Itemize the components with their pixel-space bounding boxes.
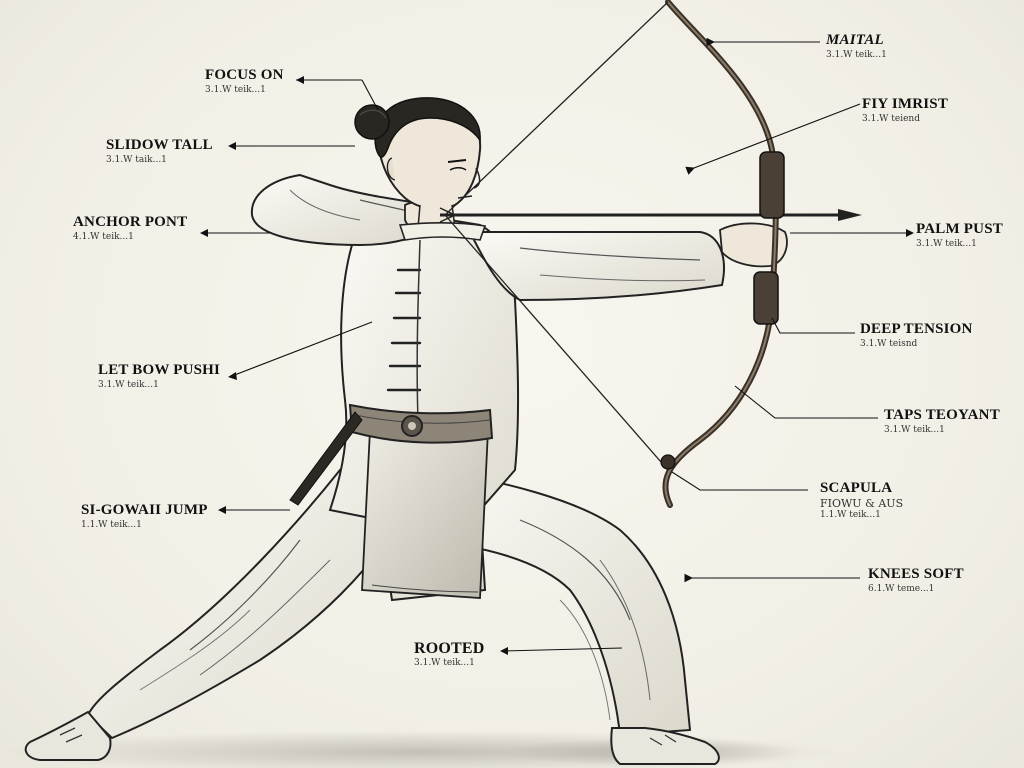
annotation-subtitle: 3.1.W taik...1: [106, 155, 167, 165]
annotation-subtitle: 1.1.W teik...1: [81, 520, 142, 530]
annotation-title: LET BOW PUSHI: [98, 362, 221, 378]
annotation-fly-wrist: FIY IMRIST 3.1.W teiend: [862, 96, 948, 125]
annotation-palm-push: PALM PUST 3.1.W teik...1: [916, 221, 1003, 250]
annotation-deep-tension: DEEP TENSION 3.1.W teisnd: [860, 321, 973, 350]
back-leg: [24, 468, 402, 761]
leader-line: [734, 385, 878, 419]
bow-arm: [468, 222, 788, 302]
leader-line: [685, 103, 861, 175]
annotation-slidow-tall: SLIDOW TALL 3.1.W taik...1: [106, 137, 213, 166]
annotation-subtitle: 4.1.W teik...1: [73, 232, 134, 242]
annotation-scapula: SCAPULA FIOWU & AUS 1.1.W teik...1: [820, 480, 903, 521]
annotation-subtitle: 3.1.W teik...1: [916, 239, 977, 249]
head: [354, 97, 487, 241]
annotation-subtitle: 3.1.W teik...1: [205, 85, 266, 95]
frog-buttons: [386, 268, 422, 392]
annotation-focus-on: FOCUS ON 3.1.W teik...1: [205, 67, 284, 96]
annotation-subtitle: 1.1.W teik...1: [820, 510, 881, 520]
annotation-subtitle: 3.1.W teik...1: [98, 380, 159, 390]
annotation-subtitle: 3.1.W teiend: [862, 114, 920, 124]
annotation-sidewall-jump: SI-GOWAII JUMP 1.1.W teik...1: [81, 502, 208, 531]
annotation-title: ANCHOR PONT: [73, 214, 188, 230]
annotation-subtitle: 6.1.W teme...1: [868, 584, 935, 594]
annotation-title: PALM PUST: [916, 221, 1003, 237]
leader-line: [671, 471, 808, 491]
annotation-subtitle: 3.1.W teik...1: [826, 50, 887, 60]
front-leg: [418, 468, 720, 765]
annotation-subtitle: 3.1.W teik...1: [884, 425, 945, 435]
annotation-knees-soft: KNEES SOFT 6.1.W teme...1: [868, 566, 964, 595]
annotation-title: SLIDOW TALL: [106, 137, 213, 153]
annotation-anchor-point: ANCHOR PONT 4.1.W teik...1: [73, 214, 187, 243]
annotation-taps-teoyant: TAPS TEOYANT 3.1.W teik...1: [884, 407, 1000, 436]
arrowhead-icon: [200, 76, 914, 655]
annotation-martial: MAITAL 3.1.W teik...1: [826, 32, 887, 61]
annotation-title: MAITAL: [826, 32, 884, 48]
annotation-title: FOCUS ON: [205, 67, 284, 83]
annotation-title: SI-GOWAII JUMP: [81, 502, 208, 518]
leader-line: [771, 317, 855, 334]
annotation-rooted: ROOTED 3.1.W teik...1: [414, 640, 485, 669]
leader-line: [361, 79, 379, 111]
annotation-let-bow-push: LET BOW PUSHI 3.1.W teik...1: [98, 362, 220, 391]
annotation-title: TAPS TEOYANT: [884, 407, 1000, 423]
annotation-title: ROOTED: [414, 640, 485, 657]
leader-line: [231, 321, 373, 377]
annotation-subtitle: 3.1.W teik...1: [414, 658, 475, 668]
annotation-subtitle-secondary: FIOWU & AUS: [820, 497, 904, 510]
leader-line: [502, 647, 623, 652]
bow: [444, 0, 785, 508]
annotation-title: DEEP TENSION: [860, 321, 973, 337]
annotation-subtitle: 3.1.W teisnd: [860, 339, 918, 349]
annotation-title: FIY IMRIST: [862, 96, 949, 112]
annotation-title: KNEES SOFT: [868, 566, 964, 582]
leader-lines: [204, 37, 910, 652]
arrow: [439, 207, 862, 223]
annotation-title: SCAPULA: [820, 480, 893, 496]
